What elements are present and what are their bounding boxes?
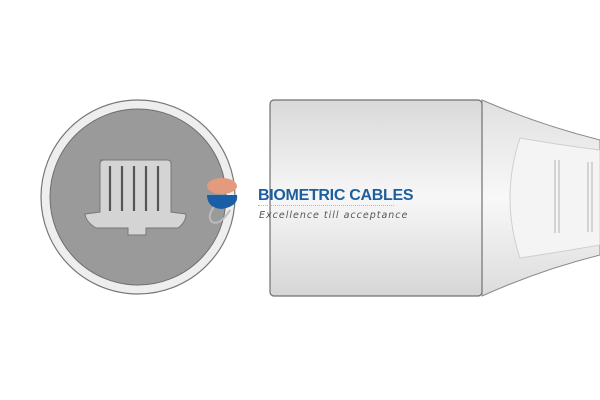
brand-tagline: Excellence till acceptance xyxy=(259,210,409,221)
pin-block xyxy=(84,159,187,236)
brand-name: BIOMETRIC CABLES xyxy=(258,187,414,204)
divider xyxy=(258,205,394,206)
strain-relief xyxy=(481,99,600,297)
pins xyxy=(108,166,160,211)
brand-logo-icon xyxy=(207,178,238,224)
connector-face xyxy=(40,99,236,295)
connector-body xyxy=(269,99,483,297)
